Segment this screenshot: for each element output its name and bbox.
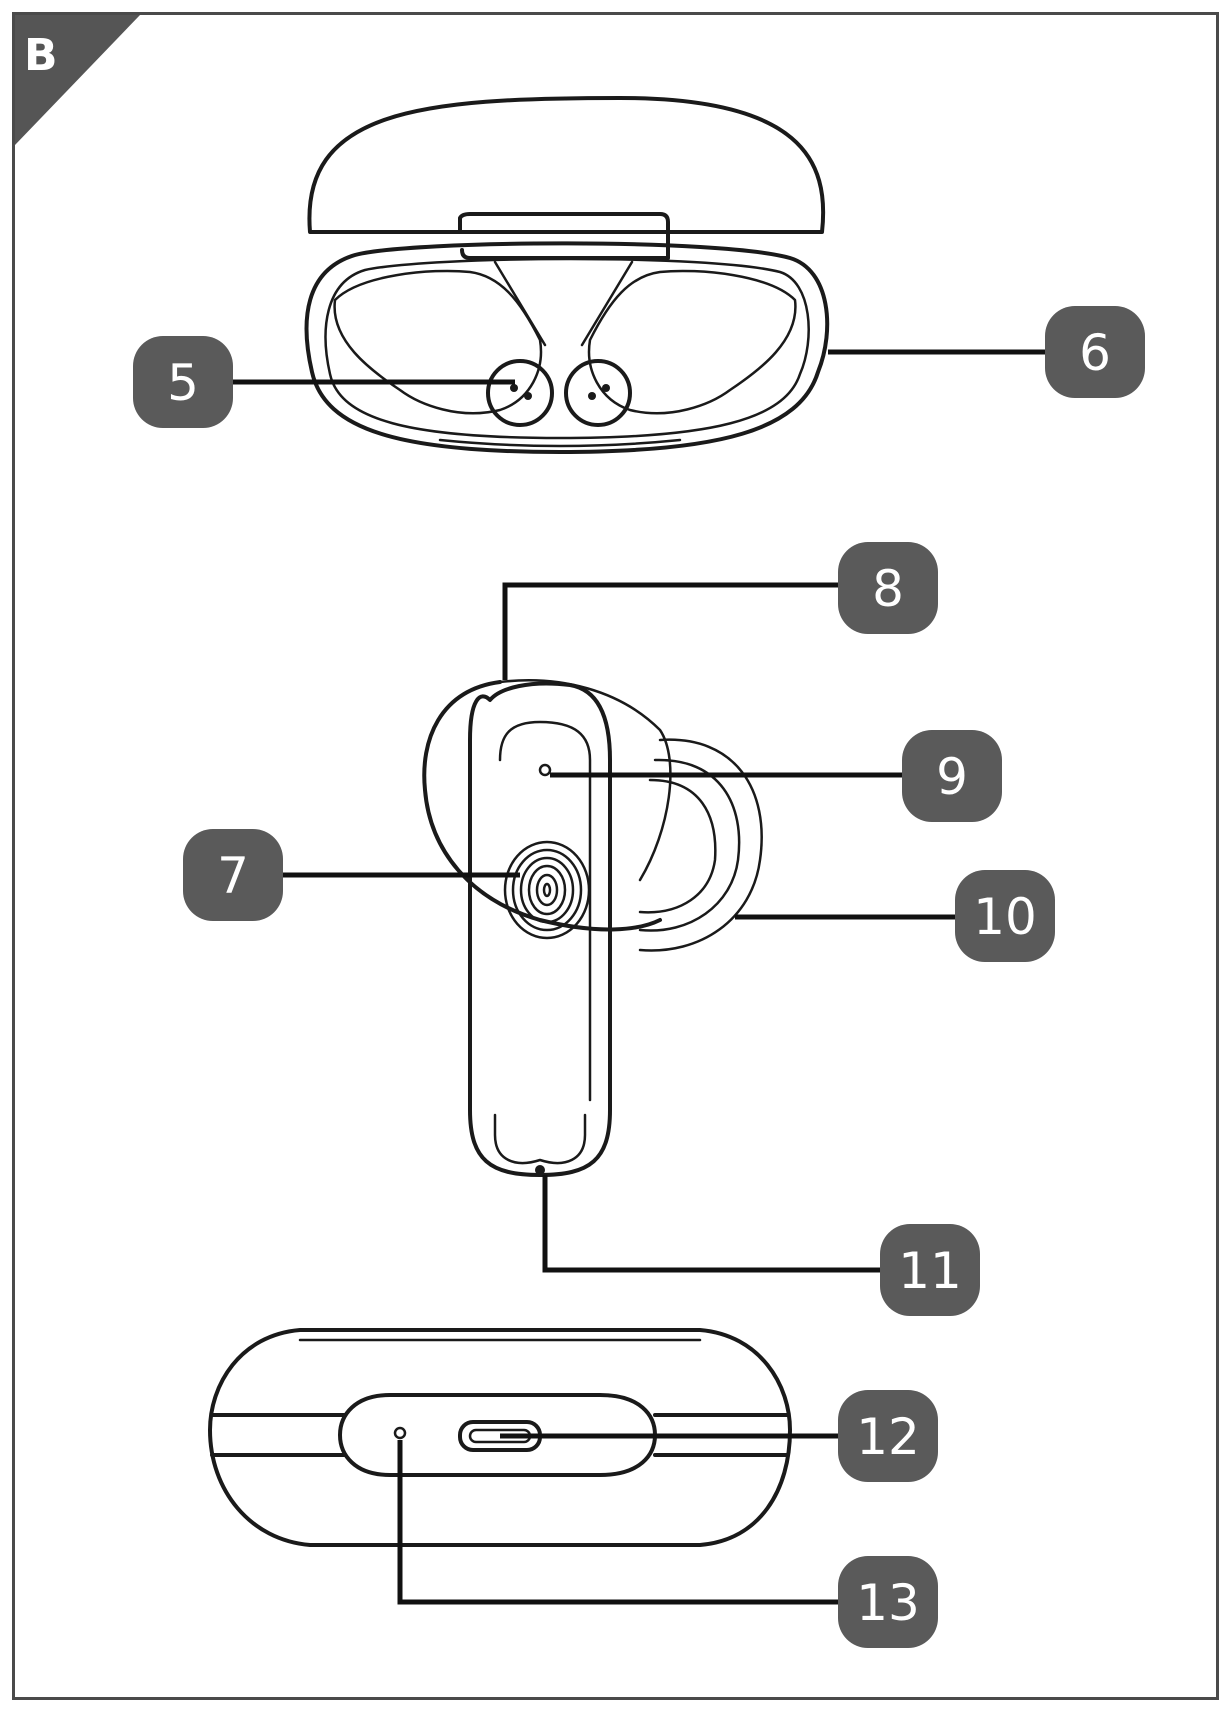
callout-7-label: 7 bbox=[217, 847, 249, 905]
ear-tip-outer bbox=[638, 738, 763, 952]
microphone-hole-icon bbox=[538, 763, 552, 777]
earbud-head-left bbox=[486, 359, 554, 427]
ear-tip-inner bbox=[638, 758, 741, 932]
section-label: B bbox=[24, 30, 58, 81]
stem-bottom-cap bbox=[493, 1113, 587, 1165]
leader-13 bbox=[397, 1440, 840, 1605]
callout-badges: 5 6 7 8 9 10 11 12 bbox=[133, 306, 1145, 1648]
port-recess bbox=[338, 1393, 657, 1477]
earbud-head bbox=[422, 680, 662, 932]
fingerprint-touch-sensor-icon bbox=[503, 840, 591, 940]
earbud-side-view bbox=[422, 679, 763, 1177]
figure-frame bbox=[12, 12, 1219, 1700]
cavity-left bbox=[333, 269, 543, 415]
earbud-head-right bbox=[564, 359, 632, 427]
led-indicator-icon bbox=[393, 1426, 407, 1440]
corner-triangle bbox=[15, 15, 140, 145]
stem-charging-contact bbox=[535, 1165, 545, 1175]
case-bottom-outer bbox=[208, 1328, 792, 1547]
charging-contact bbox=[602, 384, 610, 392]
ear-tip-mid bbox=[638, 778, 717, 914]
earbud-stem-inner bbox=[498, 720, 592, 1102]
callout-12: 12 bbox=[838, 1390, 938, 1482]
callout-11: 11 bbox=[880, 1224, 980, 1316]
charging-case-open bbox=[304, 96, 830, 454]
callout-7: 7 bbox=[183, 829, 283, 921]
callout-10: 10 bbox=[955, 870, 1055, 962]
callout-9: 9 bbox=[902, 730, 1002, 822]
stem-left bbox=[493, 260, 547, 347]
callout-13-label: 13 bbox=[856, 1574, 920, 1632]
callout-12-label: 12 bbox=[856, 1408, 920, 1466]
callout-8-label: 8 bbox=[872, 560, 904, 618]
earbud-stem bbox=[468, 681, 612, 1177]
stem-right bbox=[580, 260, 634, 347]
charging-contact bbox=[524, 392, 532, 400]
section-corner-tag: B bbox=[15, 15, 140, 145]
callout-6-label: 6 bbox=[1079, 324, 1111, 382]
callout-9-label: 9 bbox=[936, 748, 968, 806]
leader-lines bbox=[225, 349, 1050, 1605]
callout-5-label: 5 bbox=[167, 354, 199, 412]
callout-5: 5 bbox=[133, 336, 233, 428]
leader-8 bbox=[502, 582, 840, 680]
case-bottom-line bbox=[438, 438, 682, 448]
callout-6: 6 bbox=[1045, 306, 1145, 398]
callout-11-label: 11 bbox=[898, 1242, 962, 1300]
case-hinge bbox=[458, 212, 670, 260]
callout-10-label: 10 bbox=[973, 888, 1037, 946]
charging-contact bbox=[510, 384, 518, 392]
callout-13: 13 bbox=[838, 1556, 938, 1648]
cavity-right bbox=[587, 269, 797, 415]
case-inner-rim bbox=[324, 257, 810, 440]
charging-contact bbox=[588, 392, 596, 400]
case-lid bbox=[307, 96, 826, 234]
leader-11 bbox=[542, 1175, 880, 1273]
case-base-outer bbox=[304, 241, 830, 454]
callout-8: 8 bbox=[838, 542, 938, 634]
